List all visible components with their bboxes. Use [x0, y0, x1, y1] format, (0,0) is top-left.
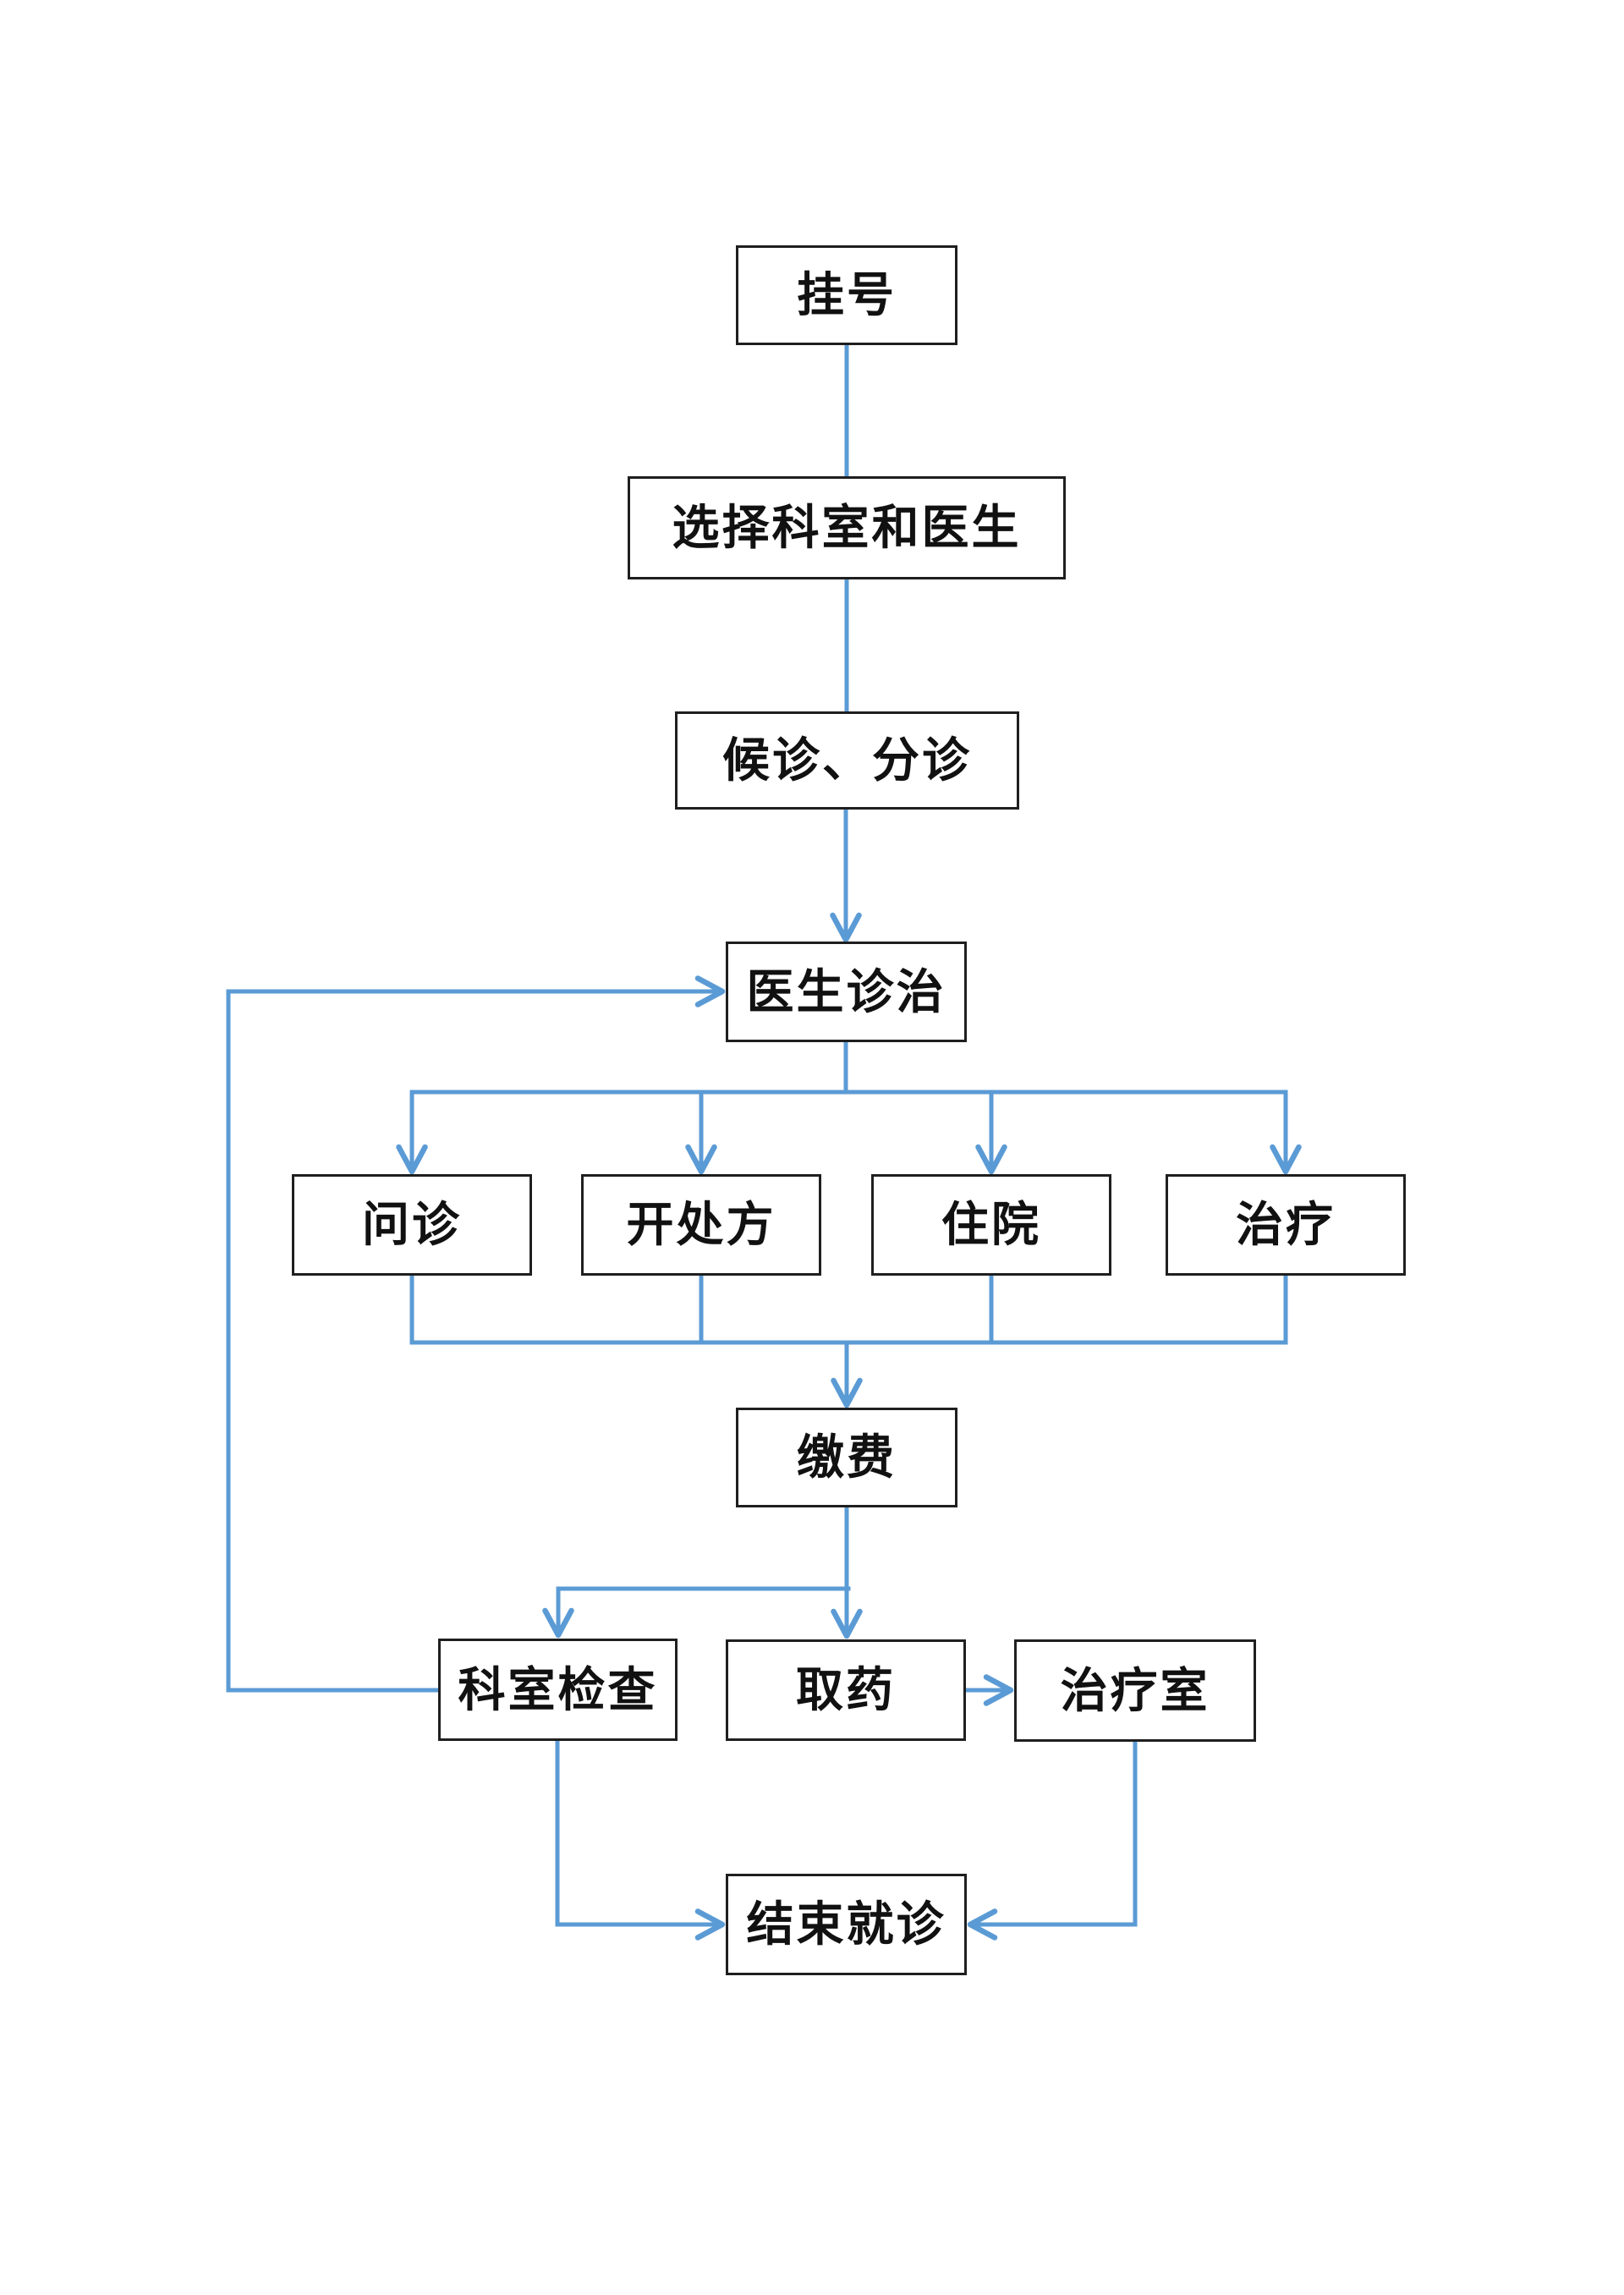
flowchart-node-label-end-visit: 结束就诊: [746, 1897, 946, 1952]
flowchart-node-label-treatment-room: 治疗室: [1060, 1662, 1210, 1719]
edge-department-exam-to-end: [555, 1738, 726, 1941]
flowchart-node-payment: 缴费: [736, 1408, 957, 1507]
edge-department-exam-to-doctor-loop: [226, 975, 726, 1693]
flowchart-node-prescription: 开处方: [581, 1174, 821, 1276]
flowchart-node-label-treatment: 治疗: [1236, 1197, 1336, 1253]
flowchart-node-label-prescription: 开处方: [626, 1197, 776, 1253]
flowchart-node-doctor-diagnosis: 医生诊治: [726, 942, 967, 1042]
flowchart-node-label-choose-department-doctor: 选择科室和医生: [672, 500, 1022, 556]
flowchart-node-department-examination: 科室检查: [438, 1639, 678, 1741]
flowchart-node-hospitalization: 住院: [871, 1174, 1111, 1276]
flowchart-node-treatment-room: 治疗室: [1014, 1639, 1256, 1742]
flowchart-node-end-visit: 结束就诊: [726, 1874, 967, 1975]
flowchart-node-label-wait-triage: 候诊、分诊: [722, 733, 972, 788]
edge-branch-to-department-exam: [542, 1586, 851, 1639]
flowchart-node-label-department-examination: 科室检查: [458, 1661, 658, 1718]
flowchart-node-choose-department-doctor: 选择科室和医生: [628, 476, 1066, 579]
flowchart-node-register: 挂号: [736, 245, 957, 345]
flowchart-node-label-register: 挂号: [797, 267, 897, 323]
flowchart-node-label-payment: 缴费: [797, 1430, 897, 1485]
flowchart-node-wait-triage: 候诊、分诊: [675, 711, 1019, 810]
flowchart-node-treatment: 治疗: [1166, 1174, 1406, 1276]
flowchart-node-inquiry: 问诊: [292, 1174, 532, 1276]
flowchart-node-label-hospitalization: 住院: [941, 1197, 1041, 1253]
flowchart-node-get-medicine: 取药: [726, 1639, 966, 1741]
flowchart-node-label-inquiry: 问诊: [362, 1197, 462, 1253]
edge-treatment-room-to-end: [967, 1739, 1138, 1941]
flowchart-node-label-doctor-diagnosis: 医生诊治: [746, 964, 946, 1020]
flowchart-node-label-get-medicine: 取药: [796, 1662, 896, 1718]
